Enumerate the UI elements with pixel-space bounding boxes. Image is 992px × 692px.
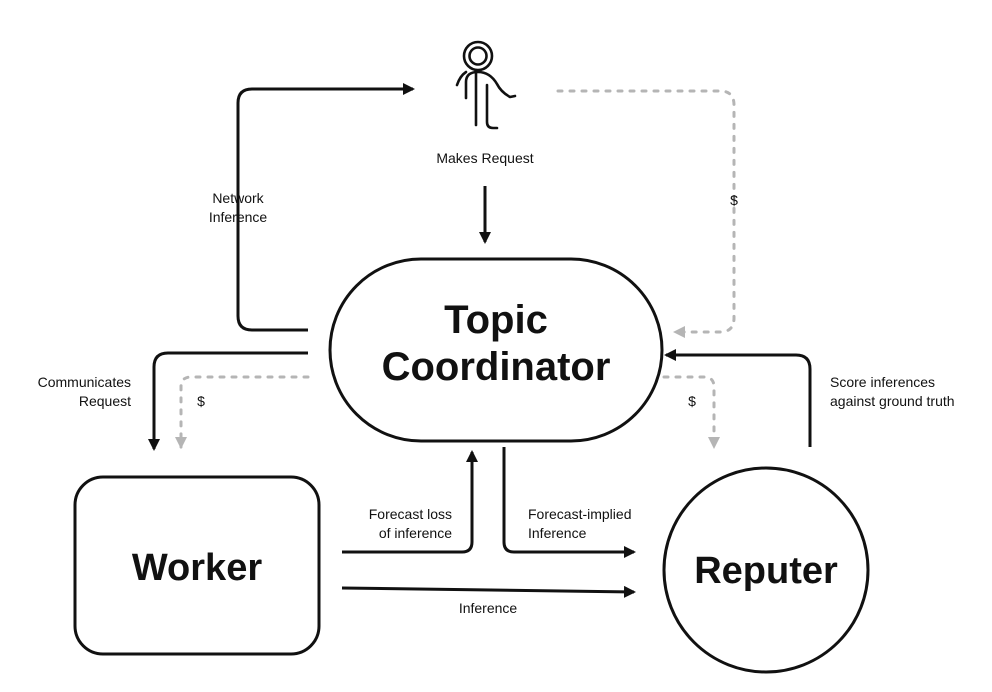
topic-coordinator-node (328, 257, 664, 443)
reputer-payment-label: $ (688, 393, 696, 409)
worker-payment-label: $ (197, 393, 205, 409)
topic-coordinator-title-line2: Coordinator (382, 345, 611, 389)
forecast-implied-connector (502, 447, 636, 558)
score-inferences-label-line1: Score inferences (830, 374, 935, 390)
score-inferences-connector (664, 349, 812, 447)
forecast-loss-label-line1: Forecast loss (369, 506, 452, 522)
reputer-payment-connector (662, 375, 720, 449)
reputer-title: Reputer (694, 550, 838, 592)
worker-node (73, 475, 321, 656)
user-payment-label: $ (730, 192, 738, 208)
reputer-node (662, 466, 870, 674)
inference-label: Inference (459, 600, 518, 616)
forecast-implied-label-line2: Inference (528, 525, 587, 541)
makes-request-label: Makes Request (436, 150, 533, 166)
communicates-request-label-line1: Communicates (38, 374, 131, 390)
worker-title: Worker (132, 547, 262, 589)
forecast-loss-label-line2: of inference (379, 525, 452, 541)
communicates-request-connector (148, 351, 308, 451)
forecast-implied-label-line1: Forecast-implied (528, 506, 631, 522)
topic-coordinator-title-line1: Topic (444, 298, 548, 342)
network-inference-label-line2: Inference (209, 209, 268, 225)
person-icon (455, 40, 517, 130)
inference-connector (341, 585, 636, 598)
network-inference-label-line1: Network (212, 190, 264, 206)
forecast-loss-connector (342, 450, 478, 554)
worker-payment-connector (175, 375, 310, 449)
network-inference-connector (236, 83, 415, 332)
communicates-request-label-line2: Request (79, 393, 131, 409)
score-inferences-label-line2: against ground truth (830, 393, 955, 409)
user-payment-connector (556, 89, 736, 338)
